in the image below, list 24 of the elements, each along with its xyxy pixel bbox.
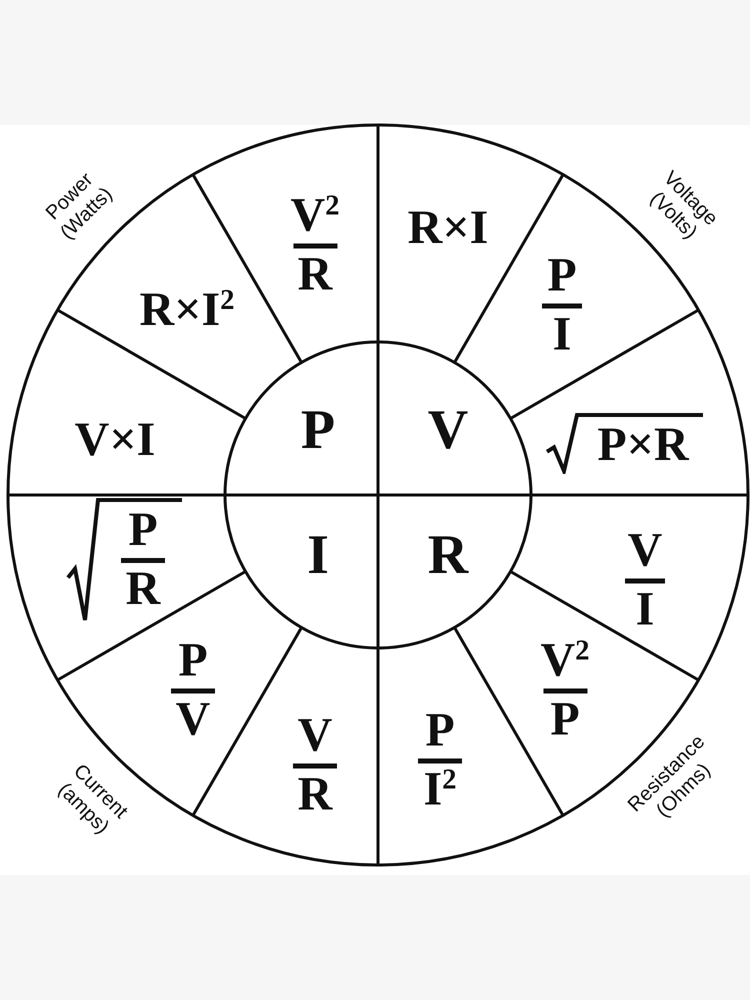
- numerator: P: [127, 506, 159, 554]
- formula-text: R×I: [408, 204, 488, 252]
- numerator: V: [296, 712, 334, 760]
- denominator: I: [634, 586, 656, 634]
- quantity-letter: P: [300, 402, 336, 458]
- denominator: R: [296, 250, 334, 298]
- formula-text: R×I$^{2}$: [139, 286, 235, 334]
- numerator: V: [626, 526, 664, 574]
- denominator: R: [124, 565, 162, 613]
- numerator: V$^{2}$: [289, 192, 341, 240]
- denominator: P: [549, 696, 581, 744]
- formula-text: V×I: [74, 416, 156, 464]
- numerator: V$^{2}$: [539, 636, 591, 684]
- denominator: I$^{2}$: [422, 766, 458, 814]
- quantity-letter: V: [428, 402, 468, 458]
- numerator: P: [546, 252, 578, 300]
- numerator: P: [424, 706, 456, 754]
- denominator: R: [296, 770, 334, 818]
- quantity-letter: I: [307, 527, 329, 583]
- formula-text: P×R: [596, 421, 690, 469]
- numerator: P: [177, 636, 209, 684]
- denominator: I: [552, 310, 572, 358]
- quantity-letter: R: [428, 527, 468, 583]
- denominator: V: [174, 696, 212, 744]
